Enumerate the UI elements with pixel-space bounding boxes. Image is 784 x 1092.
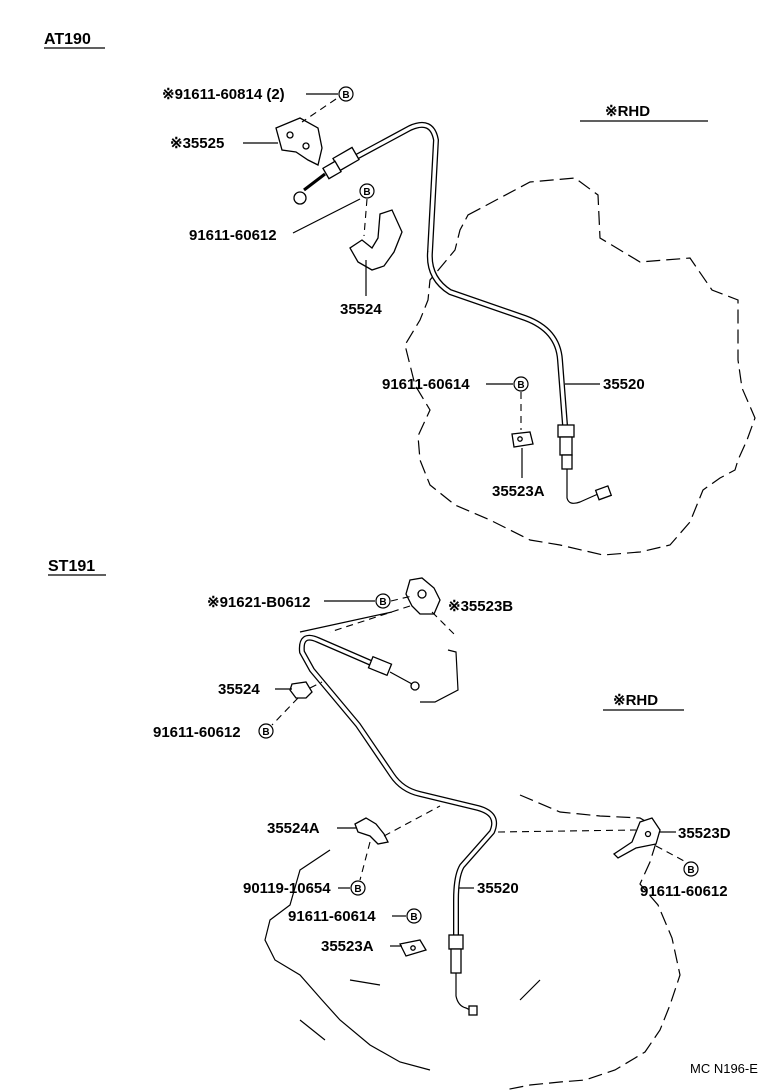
bolt-marker-60614-at190: B [513, 376, 529, 392]
cable-rod-at190 [303, 172, 326, 192]
svg-text:B: B [410, 912, 417, 923]
section-title-at190: AT190 [44, 31, 91, 48]
svg-text:B: B [354, 884, 361, 895]
bolt-marker-60814: B [338, 86, 354, 102]
bracket-35524-st191 [289, 681, 313, 699]
dash-35524-bolt [271, 697, 299, 726]
bracket-35524a [354, 817, 389, 845]
svg-text:B: B [379, 597, 386, 608]
dash-60814-bracket [301, 98, 337, 123]
svg-text:B: B [262, 727, 269, 738]
cable-inner-wire-at190 [566, 469, 599, 504]
label-bolt-60814: ※91611-60814 (2) [162, 86, 285, 103]
label-bracket-35524-st191: 35524 [218, 681, 260, 698]
bolt-marker-60612-at190: B [359, 183, 375, 199]
bracket-35524-at190 [349, 209, 403, 271]
dash-35524-cable [309, 681, 323, 689]
label-bolt-60612-st191-b: 91611-60612 [640, 883, 728, 900]
cable-ferrule-at190 [557, 424, 575, 438]
dash-b0612-clamp [390, 595, 413, 602]
label-cable-35520-at190: 35520 [603, 376, 645, 393]
label-bracket-35525: ※35525 [170, 135, 224, 152]
label-bolt-60614-st191: 91611-60614 [288, 908, 376, 925]
section-st191: ST191 ※RHD [48, 558, 731, 1091]
bracket-35525 [275, 117, 323, 166]
cable-end-lower-st191 [468, 1005, 478, 1016]
transmission-outline-st191 [504, 794, 681, 1091]
label-clamp-35523b: ※35523B [448, 598, 513, 615]
dash-35524a-bolt [359, 841, 371, 881]
cable-ferrule-st191 [448, 934, 464, 950]
bracket-35523d [612, 817, 661, 859]
svg-text:B: B [342, 90, 349, 101]
label-bolt-60612-st191-a: 91611-60612 [153, 724, 241, 741]
dash-35524a-cable [383, 805, 441, 837]
cable-adjuster-st191 [367, 655, 393, 677]
label-bolt-b0612: ※91621-B0612 [207, 594, 310, 611]
label-clamp-35523a-st191: 35523A [321, 938, 374, 955]
bolt-marker-60612-st191-b: B [683, 861, 699, 877]
label-clamp-35523d: 35523D [678, 825, 731, 842]
cable-end-at190 [594, 485, 613, 501]
svg-text:B: B [517, 380, 524, 391]
label-bolt-60612-at190: 91611-60612 [189, 227, 277, 244]
label-bracket-35524a: 35524A [267, 820, 320, 837]
dash-60612-bracket [363, 198, 368, 237]
dash-35523d-cable [497, 829, 637, 833]
section-at190: AT190 ※RHD B [44, 31, 756, 556]
cable-35520-st191 [298, 634, 498, 938]
dash-35523b-panel [431, 611, 457, 637]
transmission-outline-at190 [404, 177, 756, 556]
bolt-marker-10654: B [350, 880, 366, 896]
section-title-st191: ST191 [48, 558, 95, 575]
transmission-lower-st191 [264, 849, 541, 1071]
rhd-note-st191: ※RHD [613, 692, 658, 709]
cable-inner-wire-st191 [389, 671, 413, 685]
label-bracket-35524-at190: 35524 [340, 301, 382, 318]
bolt-marker-b0612: B [375, 593, 391, 609]
label-bolt-10654: 90119-10654 [243, 880, 331, 897]
panel-outline-st191 [299, 611, 459, 703]
leader-60612-at190 [292, 198, 361, 234]
bolt-marker-60612-st191-a: B [258, 723, 274, 739]
diagram-code: MC N196-E [690, 1061, 758, 1076]
label-bolt-60614-at190: 91611-60614 [382, 376, 470, 393]
dash-35523b-cable [329, 605, 411, 633]
dash-35523d-bolt [655, 845, 687, 863]
cable-end-st191 [410, 681, 420, 691]
cable-knob-at190 [293, 191, 307, 205]
svg-text:B: B [363, 187, 370, 198]
svg-text:B: B [687, 865, 694, 876]
bolt-marker-60614-st191: B [406, 908, 422, 924]
label-clamp-35523a-at190: 35523A [492, 483, 545, 500]
label-cable-35520-st191: 35520 [477, 880, 519, 897]
rhd-note-at190: ※RHD [605, 103, 650, 120]
